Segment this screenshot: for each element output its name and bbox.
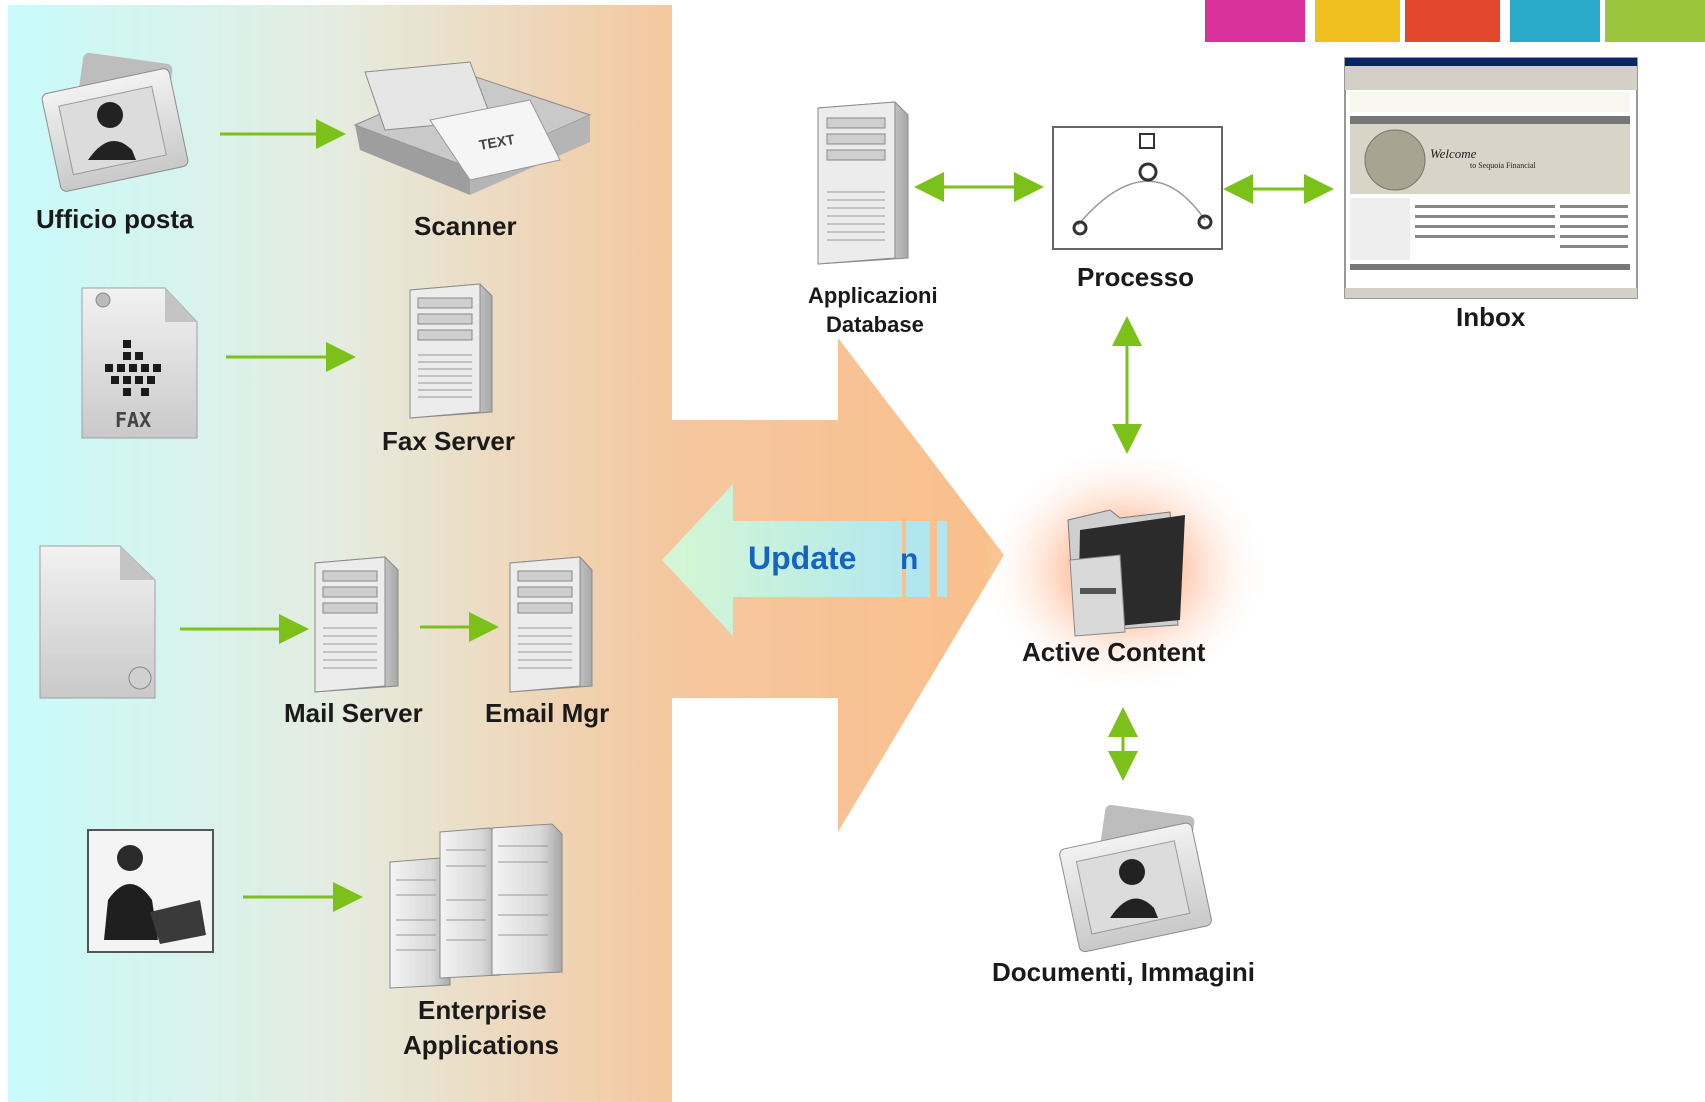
process-diagram-icon <box>1052 126 1223 250</box>
fax-server-icon <box>409 283 493 419</box>
enterprise-server-cluster-icon <box>389 823 563 989</box>
label-active-content: Active Content <box>1022 637 1206 667</box>
blank-document-icon <box>39 545 156 699</box>
update-fragment: n <box>900 543 919 576</box>
brand-people-strip <box>1205 0 1705 42</box>
inbox-browser-icon: Welcome to Sequoia Financial <box>1344 57 1638 299</box>
photo-document-icon <box>41 52 189 192</box>
label-applications: Applications <box>403 1030 560 1060</box>
fax-document-icon <box>81 287 198 439</box>
mail-server-icon <box>314 556 399 693</box>
label-ufficio-posta: Ufficio posta <box>36 204 194 234</box>
label-scanner: Scanner <box>414 211 517 241</box>
svg-text:TEXT: TEXT <box>478 131 516 153</box>
label-fax-server: Fax Server <box>382 426 515 456</box>
scanner-icon: TEXT <box>353 61 592 195</box>
label-email-mgr: Email Mgr <box>485 698 610 728</box>
label-mail-server: Mail Server <box>284 698 423 728</box>
label-database: Database <box>826 312 924 337</box>
label-applicazioni: Applicazioni <box>808 283 938 308</box>
email-mgr-server-icon <box>509 556 593 693</box>
fax-icon-text: FAX <box>115 408 152 432</box>
database-server-icon <box>817 101 909 265</box>
label-documenti-immagini: Documenti, Immagini <box>992 957 1255 987</box>
folder-icon <box>1067 509 1185 637</box>
label-processo: Processo <box>1077 262 1195 292</box>
update-label: Update <box>748 540 857 576</box>
label-enterprise: Enterprise <box>418 995 547 1025</box>
svg-text:to Sequoia Financial: to Sequoia Financial <box>1470 161 1537 170</box>
user-photo-icon <box>87 829 214 953</box>
update-arrow <box>662 484 947 636</box>
documents-images-icon <box>1059 804 1212 953</box>
svg-text:Welcome: Welcome <box>1430 146 1477 161</box>
label-inbox: Inbox <box>1456 302 1526 332</box>
